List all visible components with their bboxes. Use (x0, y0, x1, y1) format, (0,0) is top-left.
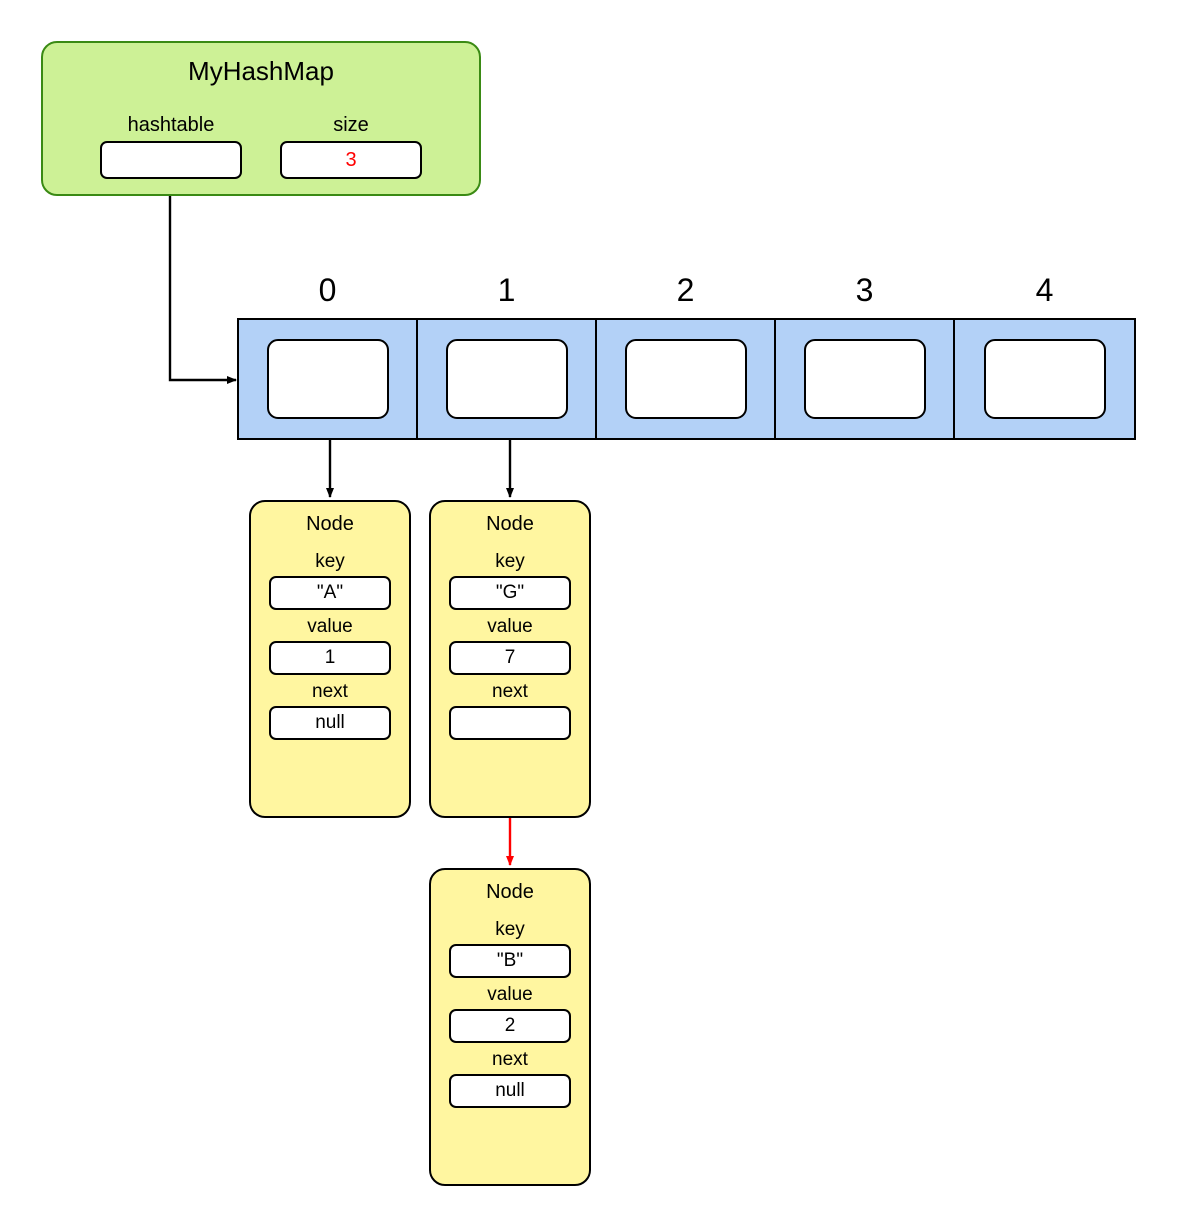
bucket-1: 1 (418, 272, 597, 438)
node-a-key-label: key (315, 551, 345, 572)
node-g-value-value: 7 (449, 641, 571, 675)
field-size: size 3 (280, 113, 422, 179)
node-g-next-label: next (492, 681, 528, 702)
field-size-value: 3 (280, 141, 422, 179)
node-a-value-label: value (307, 616, 353, 637)
bucket-index-1: 1 (497, 272, 516, 308)
node-b-next: next null (431, 1048, 589, 1108)
field-size-label: size (333, 114, 369, 136)
node-a: Node key "A" value 1 next null (249, 500, 411, 818)
node-a-value: value 1 (251, 615, 409, 675)
node-b-key-label: key (495, 919, 525, 940)
bucket-index-3: 3 (855, 272, 874, 308)
node-b-next-value: null (449, 1074, 571, 1108)
node-b-key: key "B" (431, 918, 589, 978)
bucket-slot-1 (445, 339, 568, 419)
bucket-index-0: 0 (318, 272, 337, 308)
bucket-3: 3 (776, 272, 955, 438)
bucket-slot-0 (266, 339, 389, 419)
field-hashtable-label: hashtable (127, 114, 215, 136)
node-g-key: key "G" (431, 550, 589, 610)
node-a-key-value: "A" (269, 576, 391, 610)
node-b-key-value: "B" (449, 944, 571, 978)
hashmap-class-title: MyHashMap (188, 56, 334, 86)
field-hashtable: hashtable (100, 113, 242, 179)
node-a-next-value: null (269, 706, 391, 740)
node-g: Node key "G" value 7 next (429, 500, 591, 818)
node-b-title: Node (486, 881, 534, 903)
node-a-next: next null (251, 680, 409, 740)
bucket-0: 0 (239, 272, 418, 438)
hashmap-object-box: MyHashMap hashtable size 3 (41, 41, 481, 196)
bucket-slot-3 (803, 339, 926, 419)
bucket-slot-2 (624, 339, 747, 419)
bucket-2: 2 (597, 272, 776, 438)
node-g-value: value 7 (431, 615, 589, 675)
node-g-value-label: value (487, 616, 533, 637)
node-g-title: Node (486, 513, 534, 535)
field-hashtable-value (100, 141, 242, 179)
node-g-next: next (431, 680, 589, 740)
node-g-next-value (449, 706, 571, 740)
node-b-next-label: next (492, 1049, 528, 1070)
node-a-next-label: next (312, 681, 348, 702)
node-g-key-value: "G" (449, 576, 571, 610)
node-b-value: value 2 (431, 983, 589, 1043)
node-b-value-value: 2 (449, 1009, 571, 1043)
bucket-index-4: 4 (1035, 272, 1054, 308)
bucket-4: 4 (955, 272, 1134, 438)
node-b-value-label: value (487, 984, 533, 1005)
hashtable-array: 0 1 2 3 4 (237, 272, 1136, 440)
node-b: Node key "B" value 2 next null (429, 868, 591, 1186)
bucket-slot-4 (983, 339, 1106, 419)
node-a-title: Node (306, 513, 354, 535)
bucket-index-2: 2 (676, 272, 695, 308)
node-g-key-label: key (495, 551, 525, 572)
node-a-value-value: 1 (269, 641, 391, 675)
node-a-key: key "A" (251, 550, 409, 610)
